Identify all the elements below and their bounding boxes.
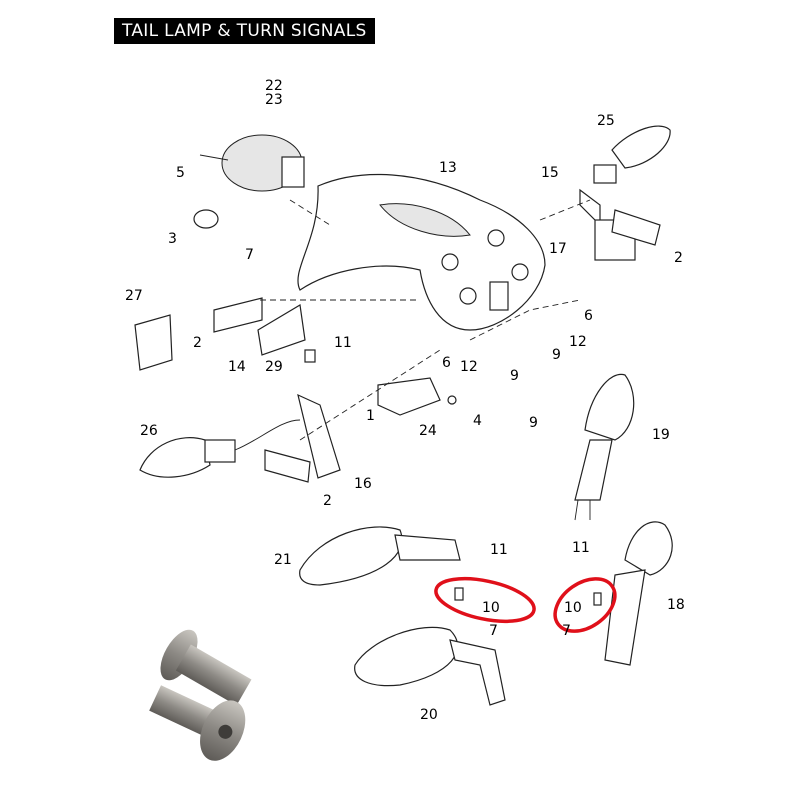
turn-signal-right-rear [579, 125, 671, 261]
license-plate-bracket [134, 297, 316, 371]
label-4: 4 [473, 413, 482, 429]
label-24: 24 [419, 423, 437, 439]
label-21: 21 [274, 552, 292, 568]
label-20: 20 [420, 707, 438, 723]
label-2: 2 [674, 250, 683, 266]
label-11: 11 [572, 540, 590, 556]
bolts-photo [149, 629, 252, 761]
label-10: 10 [482, 600, 500, 616]
bulb [193, 209, 219, 229]
label-26: 26 [140, 423, 158, 439]
label-23: 23 [265, 92, 283, 108]
label-11: 11 [490, 542, 508, 558]
tail-lamp [199, 134, 305, 192]
highlight-circle-right [553, 577, 617, 633]
highlight-circle-left [434, 576, 536, 624]
mirror-left-lower [354, 626, 506, 706]
label-5: 5 [176, 165, 185, 181]
label-7: 7 [562, 623, 571, 639]
label-11: 11 [334, 335, 352, 351]
label-12: 12 [569, 334, 587, 350]
label-6: 6 [584, 308, 593, 324]
label-9: 9 [510, 368, 519, 384]
label-19: 19 [652, 427, 670, 443]
label-2: 2 [193, 335, 202, 351]
turn-signal-left-rear [139, 393, 341, 483]
diagram-title: TAIL LAMP & TURN SIGNALS [114, 18, 375, 44]
label-12: 12 [460, 359, 478, 375]
mirror-right-lower [604, 521, 673, 666]
reflector-assembly [377, 377, 457, 416]
label-2: 2 [323, 493, 332, 509]
label-29: 29 [265, 359, 283, 375]
tail-section [297, 173, 546, 331]
label-1: 1 [366, 408, 375, 424]
label-25: 25 [597, 113, 615, 129]
mirror-right-upper [574, 373, 635, 521]
label-17: 17 [549, 241, 567, 257]
mirror-left-upper [299, 526, 461, 586]
label-22: 22 [265, 78, 283, 94]
label-7: 7 [245, 247, 254, 263]
label-10: 10 [564, 600, 582, 616]
label-3: 3 [168, 231, 177, 247]
label-16: 16 [354, 476, 372, 492]
label-14: 14 [228, 359, 246, 375]
label-13: 13 [439, 160, 457, 176]
label-18: 18 [667, 597, 685, 613]
label-6: 6 [442, 355, 451, 371]
part-labels: 22 23 25 5 13 15 3 7 17 2 27 2 6 14 29 1… [125, 78, 685, 723]
label-27: 27 [125, 288, 143, 304]
label-15: 15 [541, 165, 559, 181]
label-9: 9 [529, 415, 538, 431]
label-7: 7 [489, 623, 498, 639]
label-9: 9 [552, 347, 561, 363]
